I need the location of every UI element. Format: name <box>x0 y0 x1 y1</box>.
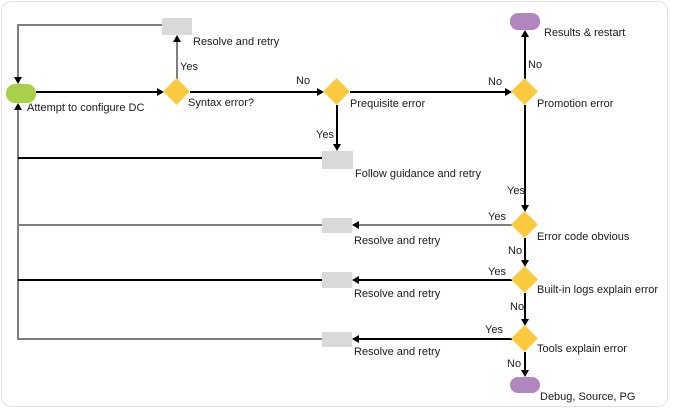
edge-label-prerequisite-no: No <box>488 76 503 88</box>
edge-followguidance-return-h <box>18 157 322 159</box>
arrowhead-into-resolvetop <box>173 35 181 42</box>
canvas-border <box>1 1 668 407</box>
process-follow-guidance <box>322 151 353 169</box>
start-node-label: Attempt to configure DC <box>27 102 145 114</box>
error-code-label: Error code obvious <box>537 231 630 243</box>
process-resolve-1 <box>322 218 352 233</box>
arrowhead-into-start-top <box>14 77 22 84</box>
prerequisite-label: Prequisite error <box>350 98 426 110</box>
edge-prerequisite-to-promotion <box>350 91 505 93</box>
arrowhead-into-followguidance <box>333 144 341 151</box>
edge-tools-no-down <box>524 352 526 370</box>
resolve-1-label: Resolve and retry <box>354 235 441 247</box>
results-restart-label: Results & restart <box>544 27 626 39</box>
edge-errorcode-yes-left <box>359 224 512 226</box>
edge-label-builtinlogs-yes: Yes <box>488 266 506 278</box>
edge-label-promotion-no: No <box>528 59 543 71</box>
edge-label-tools-yes: Yes <box>485 324 503 336</box>
arrowhead-into-errorcode <box>521 205 529 212</box>
builtin-logs-label: Built-in logs explain error <box>537 284 659 296</box>
edge-resolve3-return-h <box>18 338 322 340</box>
arrowhead-into-tools <box>521 319 529 326</box>
edge-label-syntax-yes: Yes <box>180 61 198 73</box>
edge-label-syntax-no: No <box>296 75 311 87</box>
edge-builtinlogs-no-down <box>524 293 526 319</box>
edge-promotion-no-up <box>524 37 526 79</box>
promotion-label: Promotion error <box>537 98 614 110</box>
edge-syntax-yes-up <box>176 42 178 79</box>
edge-label-promotion-yes: Yes <box>507 185 525 197</box>
arrowhead-into-debug <box>521 370 529 377</box>
start-node <box>6 84 36 103</box>
arrowhead-into-prerequisite <box>317 88 324 96</box>
debug-source-pg-label: Debug, Source, PG <box>540 391 636 403</box>
process-resolve-top <box>162 18 192 35</box>
arrowhead-into-promotion <box>505 88 512 96</box>
process-resolve-3 <box>322 332 352 347</box>
terminal-debug-source-pg <box>510 377 540 393</box>
resolve-3-label: Resolve and retry <box>354 346 441 358</box>
edge-label-tools-no: No <box>507 358 522 370</box>
syntax-label: Syntax error? <box>188 97 255 109</box>
arrowhead-into-resolve3 <box>352 335 359 343</box>
edge-return-rail-upper <box>17 24 19 77</box>
edge-prerequisite-yes-down <box>336 105 338 144</box>
process-resolve-2 <box>322 272 352 288</box>
edge-resolve1-return-h <box>18 224 322 226</box>
edge-start-to-syntax <box>36 91 157 93</box>
edge-builtinlogs-yes-left <box>359 279 512 281</box>
arrowhead-into-start-bottom <box>14 103 22 110</box>
edge-errorcode-no-down <box>524 238 526 260</box>
resolve-2-label: Resolve and retry <box>354 288 441 300</box>
edge-promotion-yes-down <box>524 105 526 205</box>
arrowhead-into-resolve2 <box>352 276 359 284</box>
arrowhead-into-resolve1 <box>352 221 359 229</box>
arrowhead-into-syntax <box>157 88 164 96</box>
terminal-results-restart <box>510 13 540 30</box>
tools-label: Tools explain error <box>537 343 627 355</box>
edge-syntax-to-prerequisite <box>190 91 317 93</box>
edge-label-prerequisite-yes: Yes <box>316 129 334 141</box>
edge-label-errorcode-yes: Yes <box>488 211 506 223</box>
edge-resolve2-return-h <box>18 279 322 281</box>
edge-tools-yes-left <box>359 338 512 340</box>
edge-resolvetop-return-h <box>18 24 162 26</box>
edge-label-builtinlogs-no: No <box>510 301 525 313</box>
follow-guidance-label: Follow guidance and retry <box>355 168 481 180</box>
arrowhead-into-results <box>521 30 529 37</box>
edge-label-errorcode-no: No <box>508 245 523 257</box>
resolve-top-label: Resolve and retry <box>193 36 280 48</box>
arrowhead-into-builtinlogs <box>521 260 529 267</box>
